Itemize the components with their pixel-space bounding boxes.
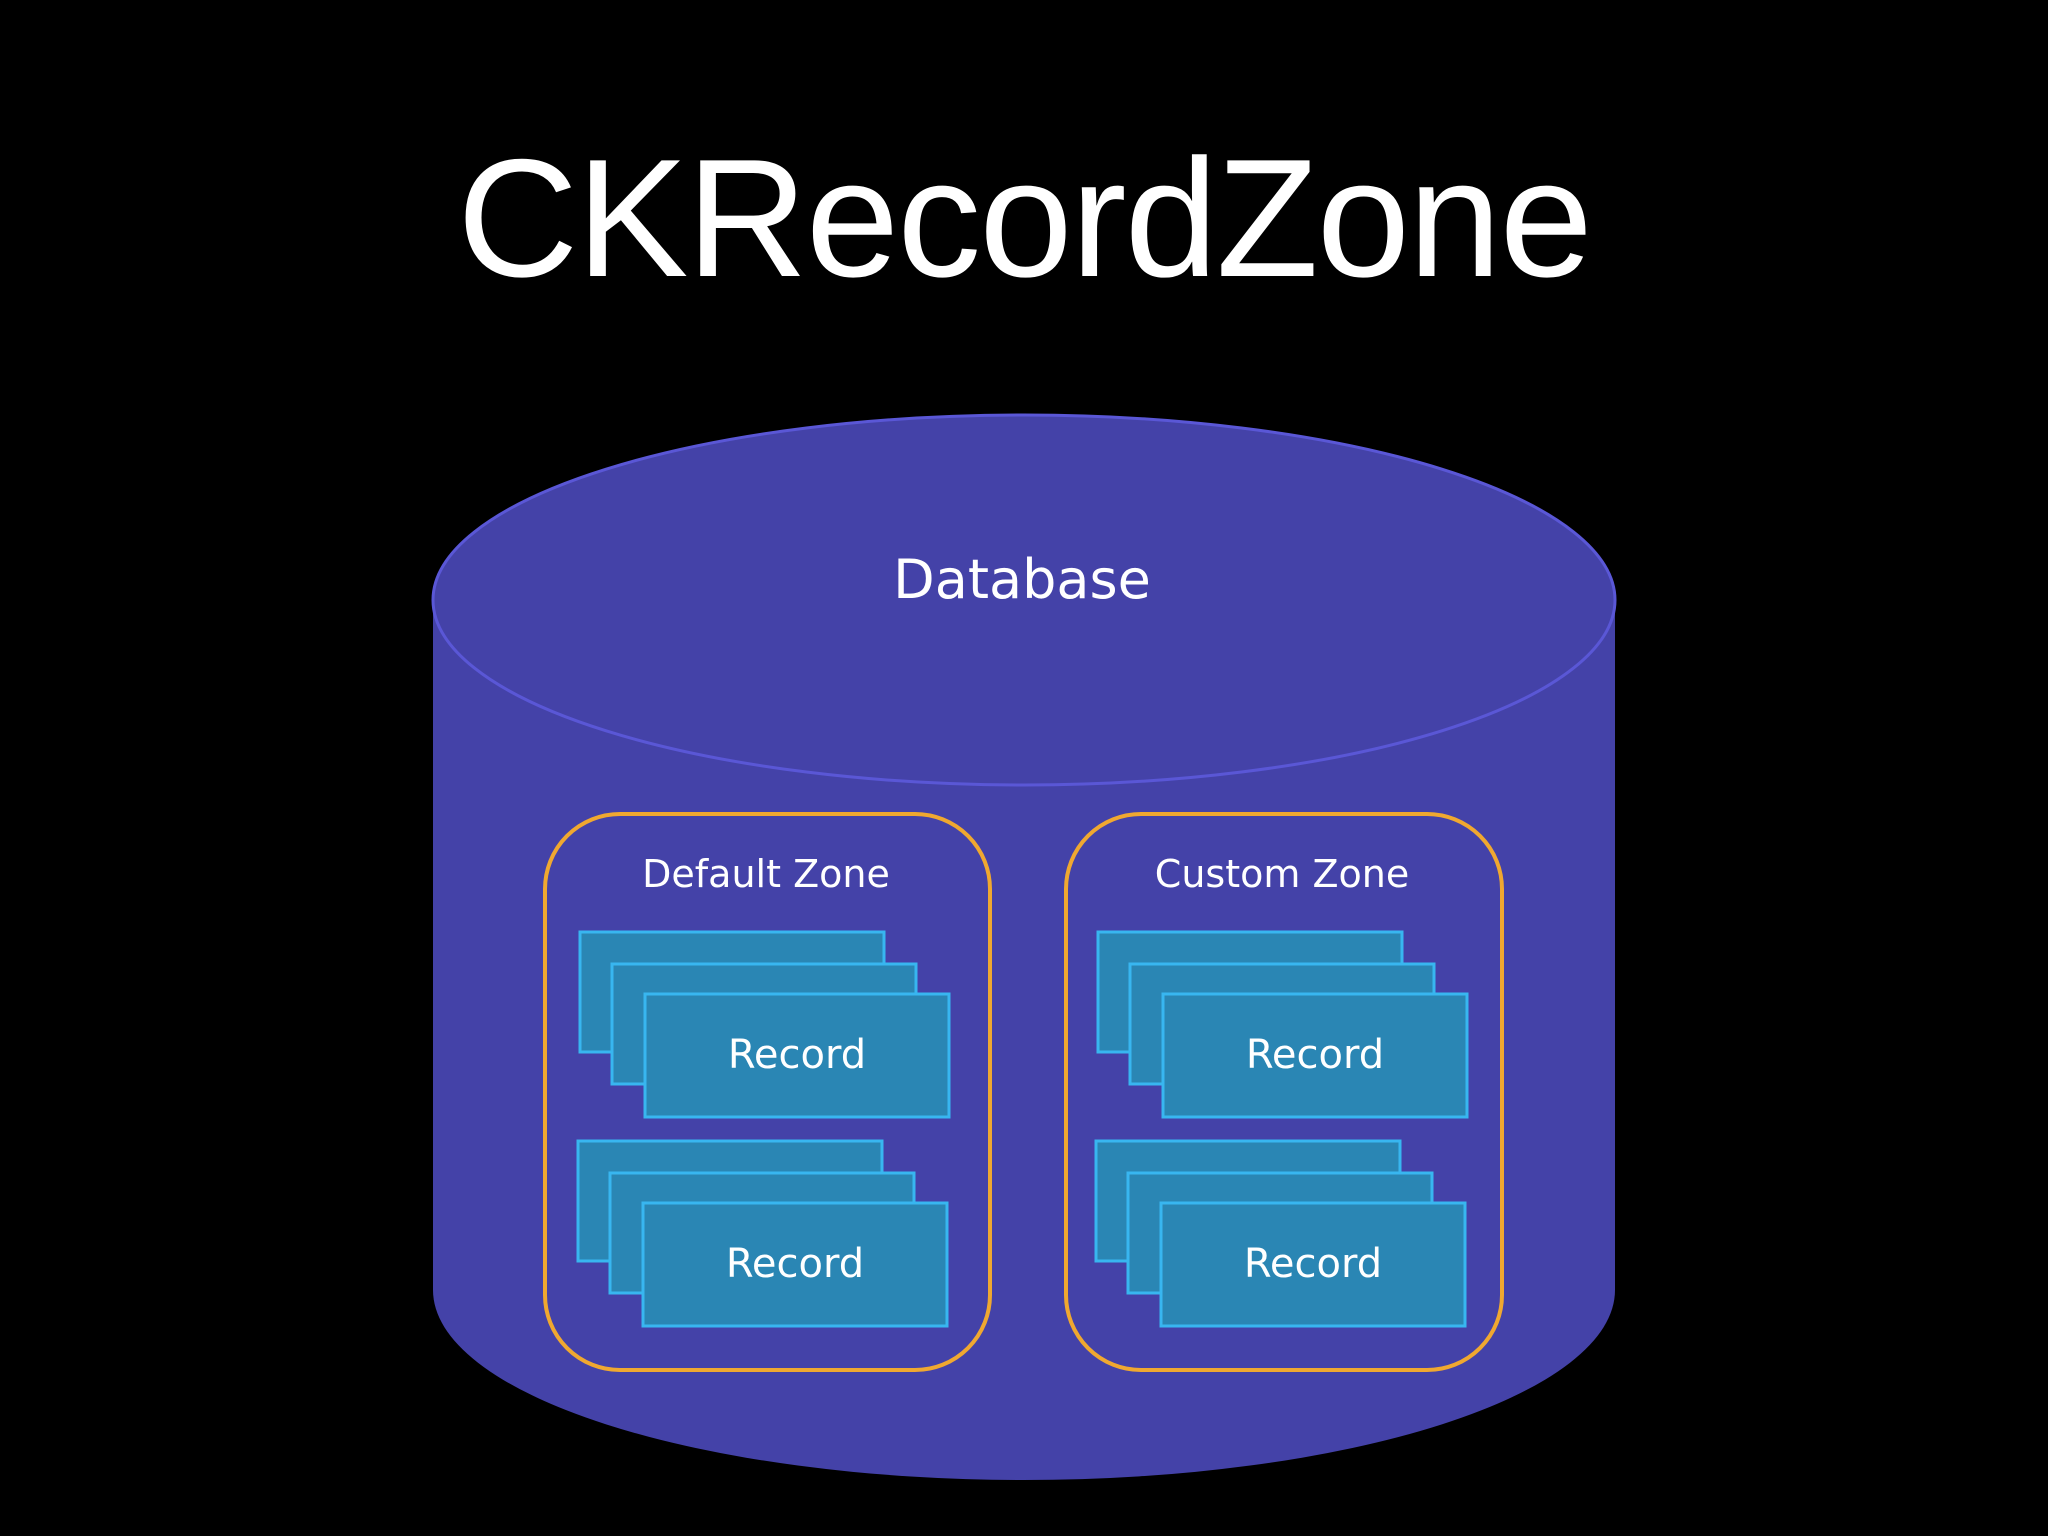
record-label: Record [728,1032,866,1078]
record-label: Record [1244,1241,1382,1287]
record-card [1161,992,1469,1119]
cylinder-top [431,413,1617,787]
zone-label: Default Zone [642,852,890,896]
record-stack: Record [576,1139,949,1328]
zone-label: Custom Zone [1155,852,1409,896]
zone-default: Default Zone Record Record [543,812,992,1372]
zone-border [1064,812,1504,1372]
record-label: Record [1246,1032,1384,1078]
database-label: Database [893,548,1151,611]
record-card [1159,1201,1467,1328]
record-stack: Record [1094,1139,1467,1328]
zone-custom: Custom Zone Record Record [1064,812,1504,1372]
page-title: CKRecordZone [457,124,1593,312]
zone-border [543,812,992,1372]
record-stack: Record [578,930,951,1119]
record-label: Record [726,1241,864,1287]
record-card [643,992,951,1119]
record-card [641,1201,949,1328]
record-stack: Record [1096,930,1469,1119]
